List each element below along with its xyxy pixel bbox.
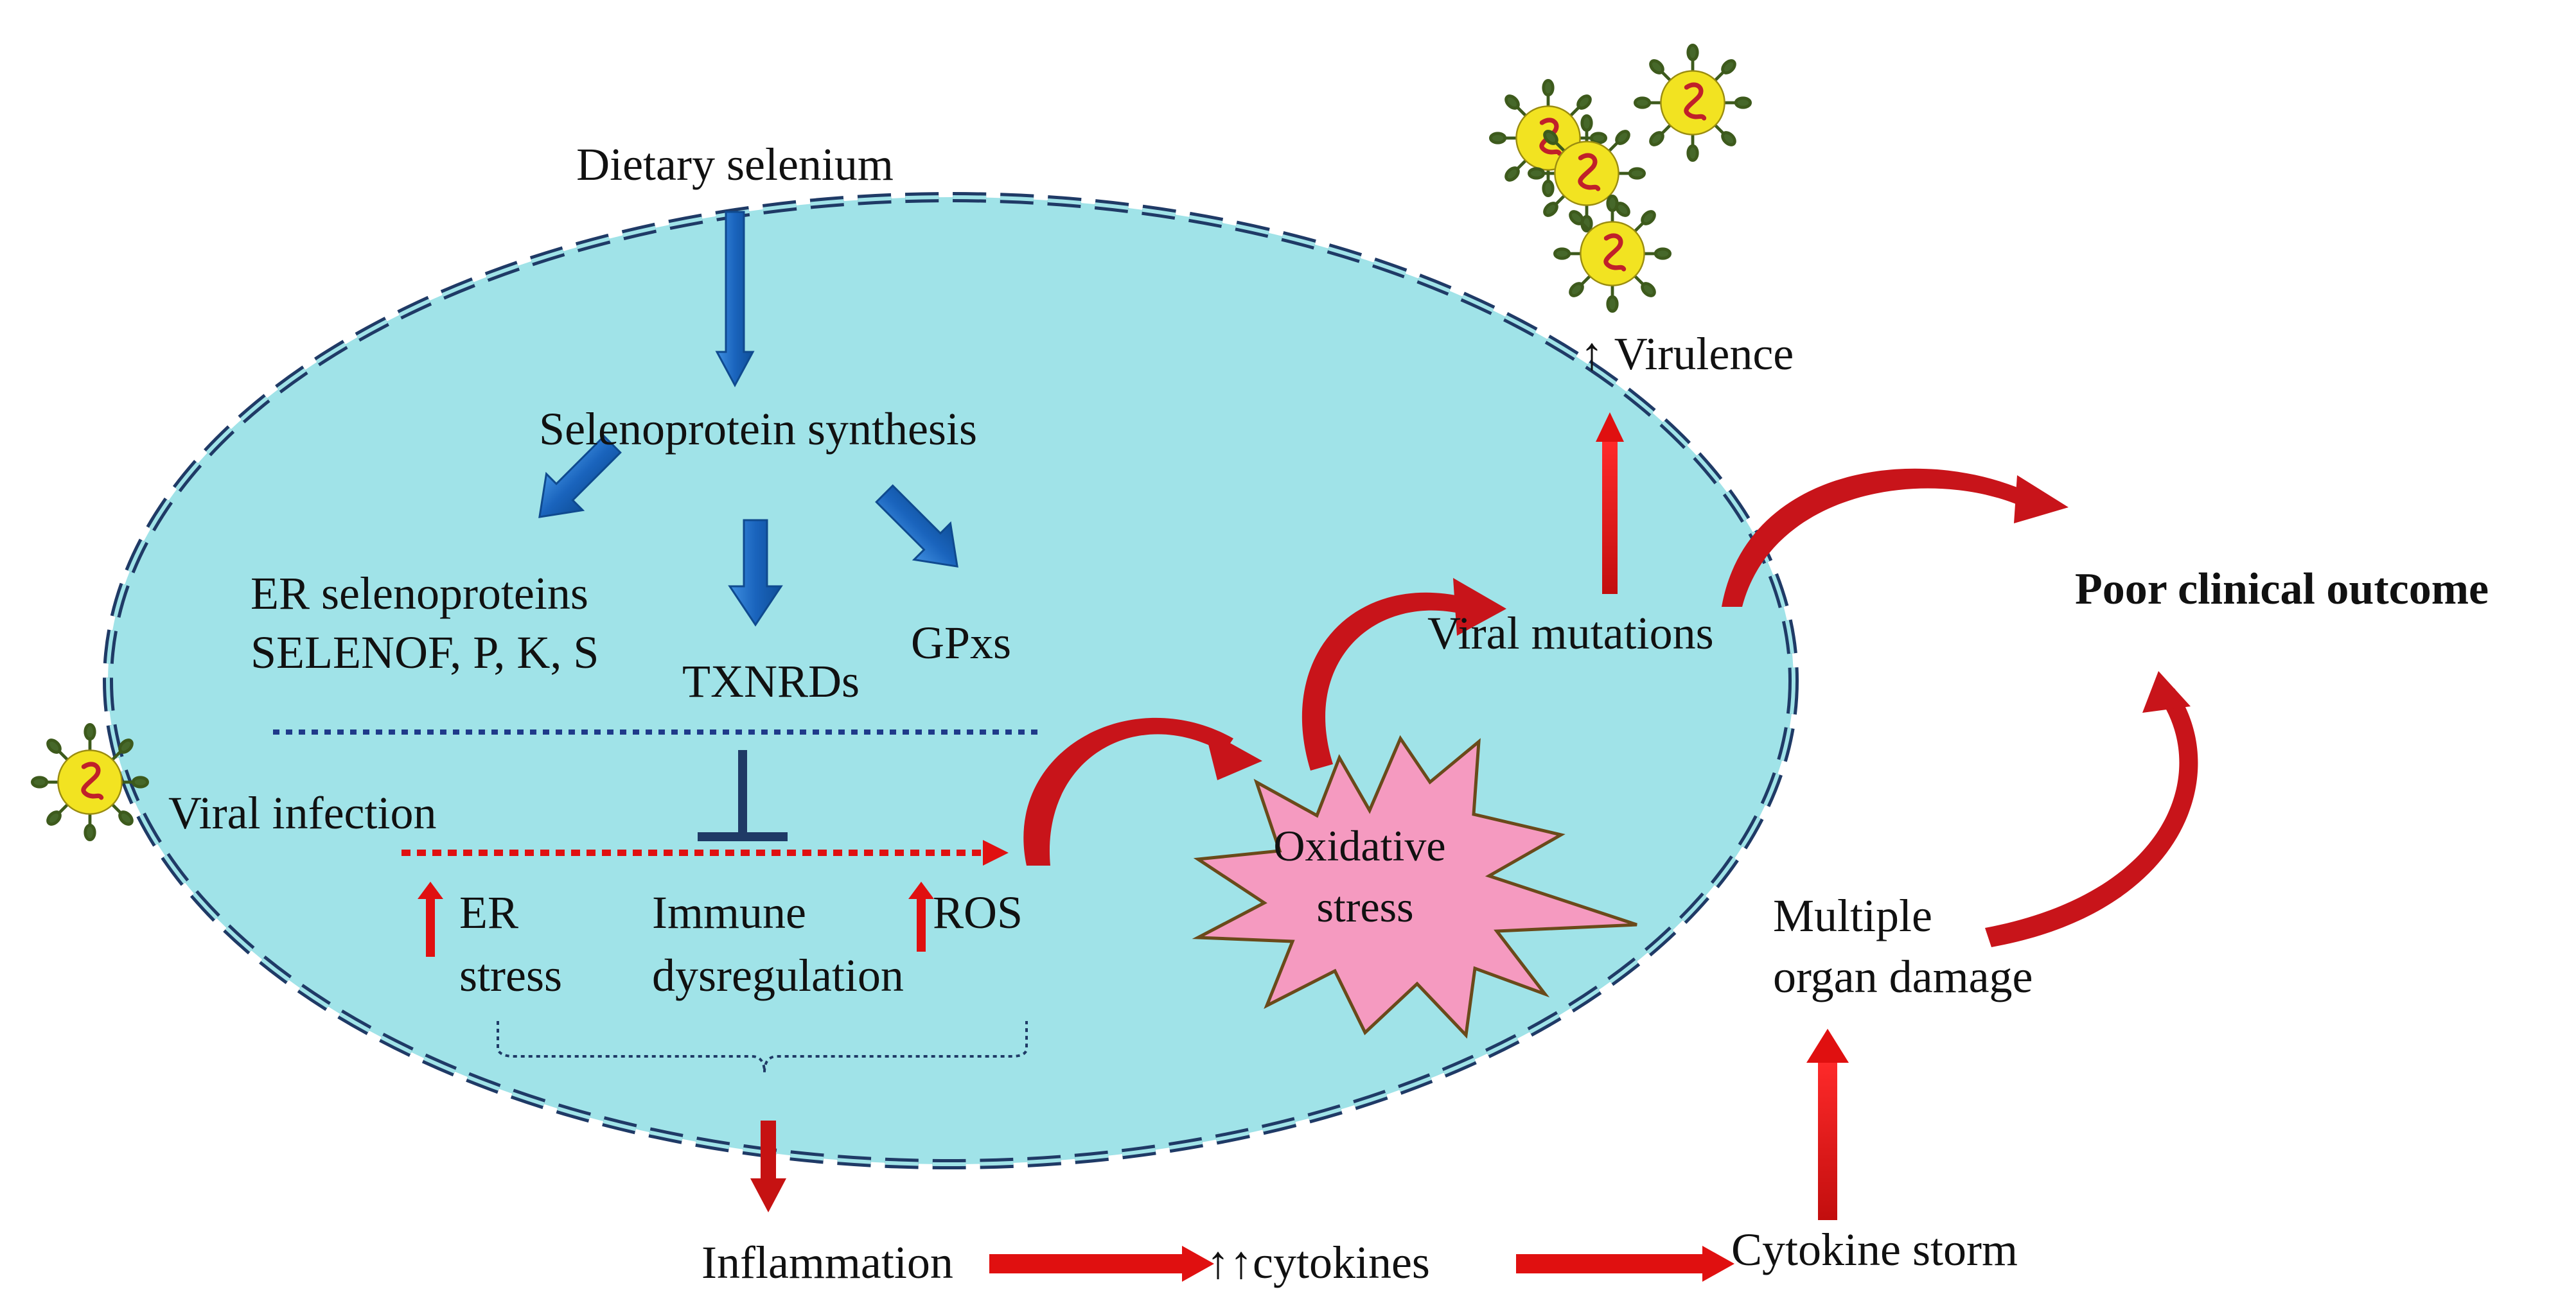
label-selenoprotein-synthesis: Selenoprotein synthesis [539,403,977,455]
label-multiple-organ-damage: Multiple organ damage [1773,890,2033,1002]
up-arrow-icon [418,882,443,957]
label-poor-clinical-outcome: Poor clinical outcome [2075,564,2489,614]
curved-arrow-ros-to-oxidative [1023,717,1262,866]
blue-arrow-dietary [715,211,755,388]
label-ros: ROS [933,887,1023,938]
red-arrow-cytokines-to-storm [1516,1246,1734,1282]
label-er-selenoproteins: ER selenoproteins SELENOF, P, K, S [251,568,600,678]
curved-arrow-mutations-to-outcome [1722,468,2069,607]
red-arrow-inflammation [750,1121,786,1212]
label-oxidative-stress: Oxidative stress [1273,821,1456,931]
red-arrow-organ-damage [1806,1029,1849,1220]
virus-icon [1529,116,1644,231]
cell-membrane [103,192,1799,1169]
label-immune-dysregulation: Immune dysregulation [652,887,904,1001]
blue-arrow-txnrd [728,519,783,627]
label-cytokines: ↑↑cytokines [1206,1237,1430,1288]
curved-arrow-oxidative-to-mutations [1301,578,1506,771]
blue-arrow-er [538,435,622,518]
up-arrow-icon [908,882,934,952]
oxidative-stress-starburst [1192,735,1637,1039]
label-viral-mutations: Viral mutations [1427,607,1714,659]
label-gpxs: GPxs [911,617,1011,668]
virus-icon [32,724,147,839]
inhibition-tbar-icon [698,750,788,841]
red-arrow-inflammation-to-cytokines [989,1246,1214,1282]
label-virulence: ↑ Virulence [1580,328,1794,380]
label-txnrds: TXNRDs [682,656,860,707]
label-dietary-selenium: Dietary selenium [576,139,894,190]
blue-arrow-gpx [875,484,958,568]
red-arrow-virulence [1596,412,1624,594]
label-inflammation: Inflammation [701,1237,953,1288]
grouping-bracket [497,1021,1028,1073]
curved-arrow-organ-to-outcome [1985,671,2198,947]
label-er-stress: ER stress [459,887,562,1001]
label-viral-infection: Viral infection [168,787,437,839]
virus-icon [1555,196,1670,311]
virus-icon [1635,45,1750,160]
label-cytokine-storm: Cytokine storm [1731,1224,2018,1275]
red-dotted-arrowhead [983,840,1009,866]
